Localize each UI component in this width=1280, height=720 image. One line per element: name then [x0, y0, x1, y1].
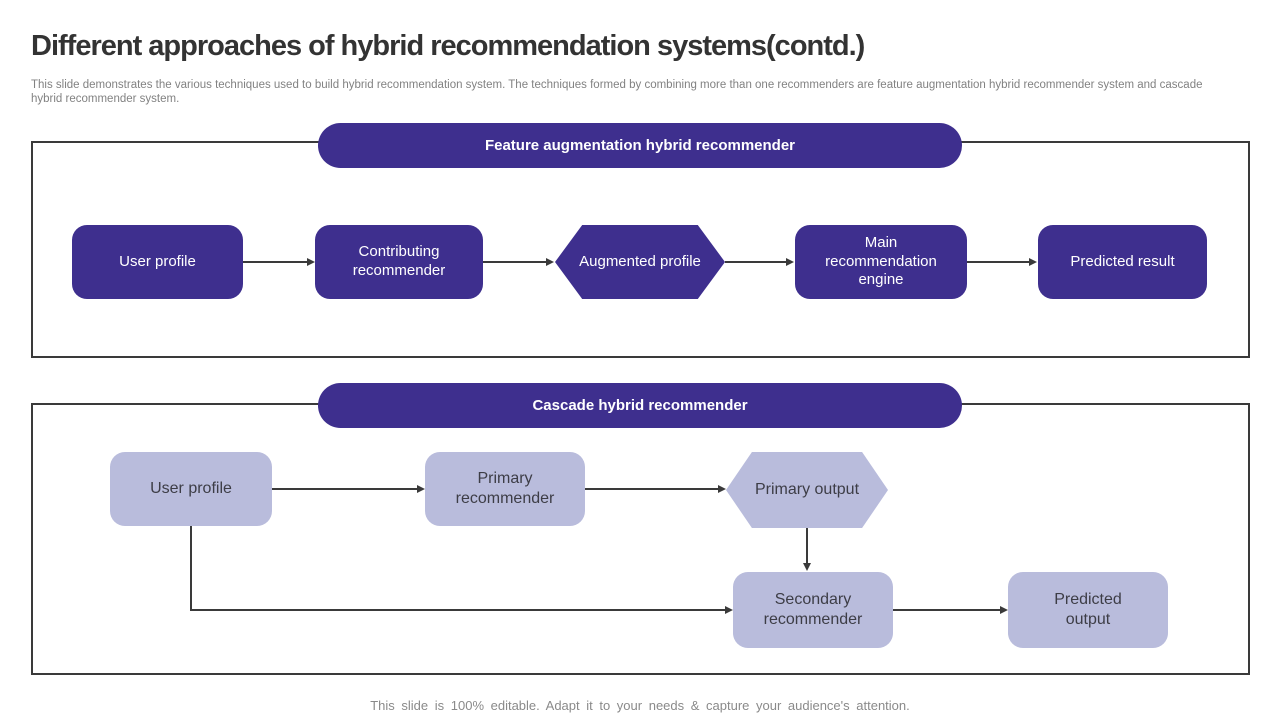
node-augmented-profile: Augmented profile [555, 225, 725, 299]
arrow-secondary-to-predicted [893, 609, 1000, 611]
node-primary-output: Primary output [726, 452, 888, 528]
arrow-user-to-primary [272, 488, 417, 490]
slide-description: This slide demonstrates the various tech… [31, 79, 1203, 105]
node-predicted-output: Predicted output [1008, 572, 1168, 648]
feature-augmentation-header-label: Feature augmentation hybrid recommender [484, 137, 796, 154]
footer-note: This slide is 100% editable. Adapt it to… [370, 698, 910, 713]
arrow-output-to-secondary [806, 528, 808, 564]
arrow-user-to-secondary [190, 609, 725, 611]
arrow-user-to-contributing [243, 261, 307, 263]
feature-augmentation-header-pill: Feature augmentation hybrid recommender [318, 123, 962, 168]
arrow-augmented-to-main [725, 261, 786, 263]
node-predicted-result: Predicted result [1038, 225, 1207, 299]
node-contributing-recommender: Contributing recommender [315, 225, 483, 299]
slide-title: Different approaches of hybrid recommend… [31, 30, 865, 62]
node-primary-recommender: Primary recommender [425, 452, 585, 526]
cascade-header-pill: Cascade hybrid recommender [318, 383, 962, 428]
node-user-profile-feature: User profile [72, 225, 243, 299]
cascade-header-label: Cascade hybrid recommender [532, 397, 748, 414]
node-user-profile-cascade: User profile [110, 452, 272, 526]
node-main-recommendation-engine: Main recommendation engine [795, 225, 967, 299]
elbow-user-to-secondary-vertical [190, 526, 192, 610]
arrow-primary-to-output [585, 488, 718, 490]
arrow-main-to-predicted [967, 261, 1029, 263]
node-secondary-recommender: Secondary recommender [733, 572, 893, 648]
arrow-contributing-to-augmented [483, 261, 546, 263]
